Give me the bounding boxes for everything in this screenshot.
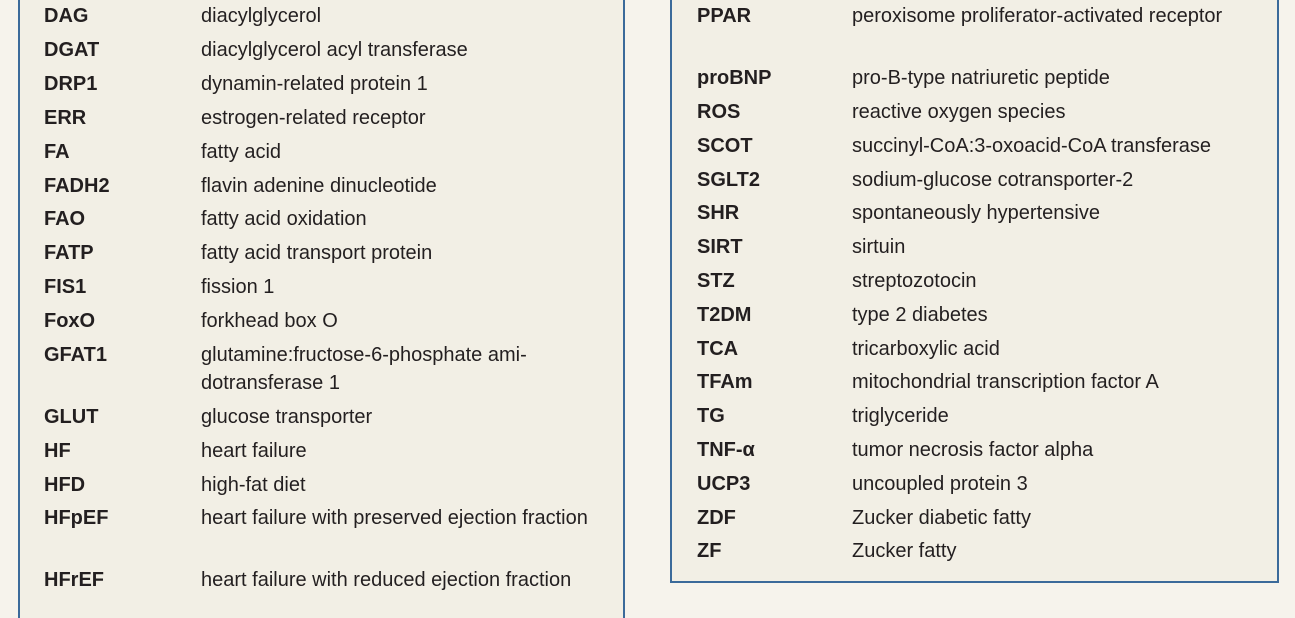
abbreviation-definition: diacylglycerol acyl transferase [201, 39, 468, 61]
abbreviation-term: PPAR [697, 5, 752, 27]
abbreviation-term: ROS [697, 101, 741, 123]
abbreviation-entry: ZF Zucker fatty [697, 538, 1277, 566]
abbreviation-entry: ZDF Zucker diabetic fatty [697, 505, 1277, 533]
abbreviation-term: FAO [44, 208, 86, 230]
abbreviation-entry: TNF-α tumor necrosis factor alpha [697, 437, 1277, 465]
abbreviation-definition: diacylglycerol [201, 5, 322, 27]
abbreviation-definition: fatty acid oxidation [201, 208, 367, 230]
abbreviation-definition: heart failure [201, 440, 307, 462]
abbreviation-definition: mitochondrial transcription factor A [852, 371, 1159, 393]
abbreviation-entry: proBNP pro-B-type natriuretic peptide [697, 65, 1277, 93]
abbreviation-entry: SCOT succinyl-CoA:3-oxoacid-CoA transfera… [697, 133, 1277, 161]
abbreviation-definition: spontaneously hypertensive [852, 202, 1100, 224]
abbreviation-term: T2DM [697, 304, 752, 326]
abbreviation-term: HF [44, 440, 71, 462]
abbreviation-definition: peroxisome proliferator-activated recept… [852, 5, 1223, 27]
abbreviation-term: TG [697, 405, 725, 427]
abbreviation-definition: sodium-glucose cotransporter-2 [852, 169, 1134, 191]
abbreviation-entry: DRP1 dynamin-related protein 1 [44, 71, 604, 99]
abbreviation-entry: HF heart failure [44, 438, 604, 466]
abbreviation-entry: FoxO forkhead box O [44, 308, 604, 336]
abbreviation-term: DGAT [44, 39, 100, 61]
abbreviations-box-right [670, 0, 1279, 583]
abbreviation-term: FADH2 [44, 175, 110, 197]
abbreviation-definition: pro-B-type natriuretic peptide [852, 67, 1110, 89]
abbreviation-entry: T2DM type 2 diabetes [697, 302, 1277, 330]
abbreviation-term: HFrEF [44, 569, 104, 591]
abbreviation-entry: FAO fatty acid oxidation [44, 206, 604, 234]
abbreviation-term: proBNP [697, 67, 772, 89]
abbreviation-term: GFAT1 [44, 344, 107, 366]
abbreviation-definition: triglyceride [852, 405, 949, 427]
abbreviation-definition: tricarboxylic acid [852, 338, 1000, 360]
abbreviation-definition: fatty acid [201, 141, 282, 163]
abbreviation-definition: estrogen-related receptor [201, 107, 426, 129]
abbreviation-definition: glutamine:fructose-6-phosphate ami-dotra… [201, 344, 527, 394]
abbreviation-definition: uncoupled protein 3 [852, 473, 1028, 495]
abbreviation-definition: fatty acid transport protein [201, 242, 433, 264]
abbreviation-definition: heart failure with reduced ejection frac… [201, 569, 572, 591]
abbreviation-definition: reactive oxygen species [852, 101, 1066, 123]
abbreviation-term: GLUT [44, 406, 99, 428]
abbreviation-entry: FA fatty acid [44, 139, 604, 167]
abbreviation-definition: sirtuin [852, 236, 906, 258]
abbreviation-term: SGLT2 [697, 169, 760, 191]
abbreviation-term: DRP1 [44, 73, 98, 95]
abbreviation-entry: SGLT2 sodium-glucose cotransporter-2 [697, 167, 1277, 195]
abbreviation-entry: HFD high-fat diet [44, 472, 604, 500]
abbreviation-definition: tumor necrosis factor alpha [852, 439, 1094, 461]
abbreviation-definition: flavin adenine dinucleotide [201, 175, 437, 197]
abbreviation-term: DAG [44, 5, 89, 27]
abbreviation-definition: glucose transporter [201, 406, 373, 428]
abbreviation-entry: TFAm mitochondrial transcription factor A [697, 369, 1277, 397]
abbreviation-term: ERR [44, 107, 87, 129]
abbreviation-term: SHR [697, 202, 740, 224]
abbreviation-entry: PPAR peroxisome proliferator-activated re… [697, 3, 1277, 31]
abbreviation-entry: ROS reactive oxygen species [697, 99, 1277, 127]
abbreviation-entry: DGAT diacylglycerol acyl transferase [44, 37, 604, 65]
abbreviation-term: SIRT [697, 236, 743, 258]
abbreviations-box-left [18, 0, 625, 618]
abbreviation-definition: streptozotocin [852, 270, 977, 292]
abbreviation-term: ZF [697, 540, 722, 562]
abbreviation-term: STZ [697, 270, 735, 292]
abbreviation-entry: FIS1 fission 1 [44, 274, 604, 302]
abbreviation-term: HFD [44, 474, 86, 496]
abbreviation-term: HFpEF [44, 507, 109, 529]
abbreviation-definition: type 2 diabetes [852, 304, 988, 326]
abbreviation-entry: GFAT1 glutamine:fructose-6-phosphate ami-… [44, 342, 604, 397]
abbreviation-entry: TCA tricarboxylic acid [697, 336, 1277, 364]
abbreviation-term: TCA [697, 338, 739, 360]
abbreviation-definition: Zucker diabetic fatty [852, 507, 1031, 529]
abbreviation-definition: forkhead box O [201, 310, 338, 332]
abbreviation-term: TNF-α [697, 439, 755, 461]
abbreviation-term: FoxO [44, 310, 96, 332]
abbreviation-term: UCP3 [697, 473, 751, 495]
abbreviation-definition: Zucker fatty [852, 540, 957, 562]
abbreviation-term: FA [44, 141, 70, 163]
abbreviation-definition: fission 1 [201, 276, 275, 298]
abbreviation-term: TFAm [697, 371, 753, 393]
abbreviation-entry: ERR estrogen-related receptor [44, 105, 604, 133]
abbreviation-term: SCOT [697, 135, 753, 157]
abbreviation-entry: SHR spontaneously hypertensive [697, 200, 1277, 228]
abbreviation-term: FIS1 [44, 276, 87, 298]
abbreviation-definition: heart failure with preserved ejection fr… [201, 507, 588, 529]
abbreviation-definition: dynamin-related protein 1 [201, 73, 428, 95]
abbreviation-entry: STZ streptozotocin [697, 268, 1277, 296]
abbreviation-entry: DAG diacylglycerol [44, 3, 604, 31]
abbreviation-entry: UCP3 uncoupled protein 3 [697, 471, 1277, 499]
abbreviation-term: ZDF [697, 507, 736, 529]
abbreviation-entry: HFpEF heart failure with preserved ejecti… [44, 505, 604, 533]
abbreviation-entry: GLUT glucose transporter [44, 404, 604, 432]
abbreviation-definition: high-fat diet [201, 474, 306, 496]
abbreviation-entry: HFrEF heart failure with reduced ejection… [44, 567, 604, 595]
abbreviation-definition: succinyl-CoA:3-oxoacid-CoA transferase [852, 135, 1212, 157]
abbreviation-term: FATP [44, 242, 94, 264]
abbreviation-entry: SIRT sirtuin [697, 234, 1277, 262]
abbreviation-entry: FATP fatty acid transport protein [44, 240, 604, 268]
abbreviation-entry: TG triglyceride [697, 403, 1277, 431]
abbreviation-entry: FADH2 flavin adenine dinucleotide [44, 173, 604, 201]
